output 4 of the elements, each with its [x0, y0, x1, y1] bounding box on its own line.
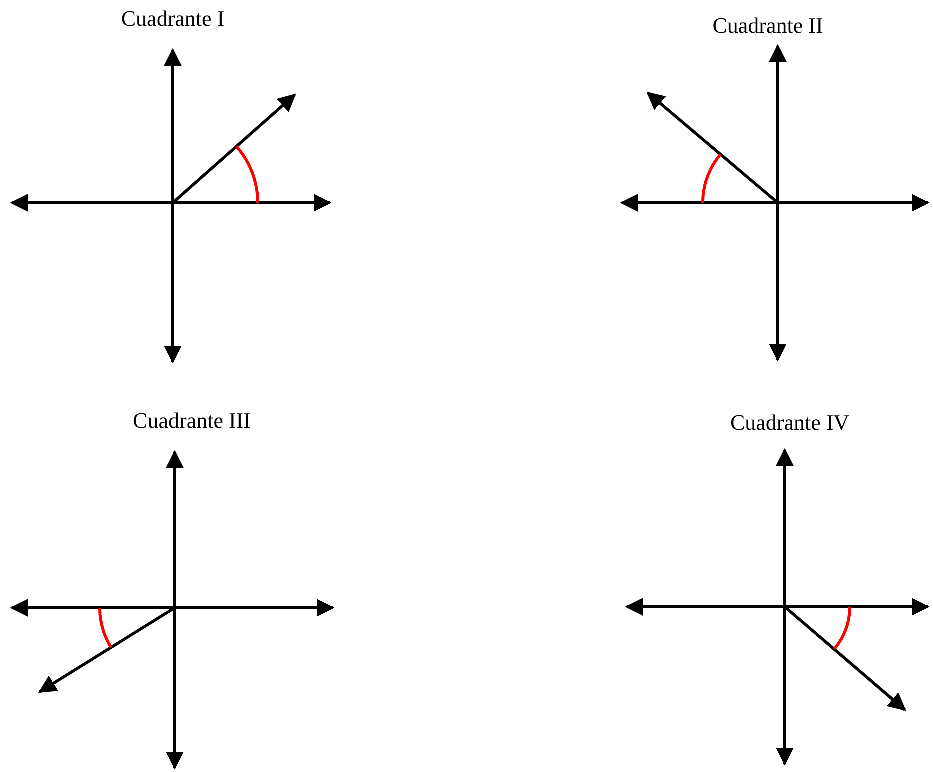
quadrant-title: Cuadrante III: [133, 410, 251, 432]
quadrant-title: Cuadrante IV: [730, 412, 850, 434]
quadrant-title: Cuadrante II: [712, 15, 824, 37]
quadrant-title: Cuadrante I: [121, 8, 225, 30]
